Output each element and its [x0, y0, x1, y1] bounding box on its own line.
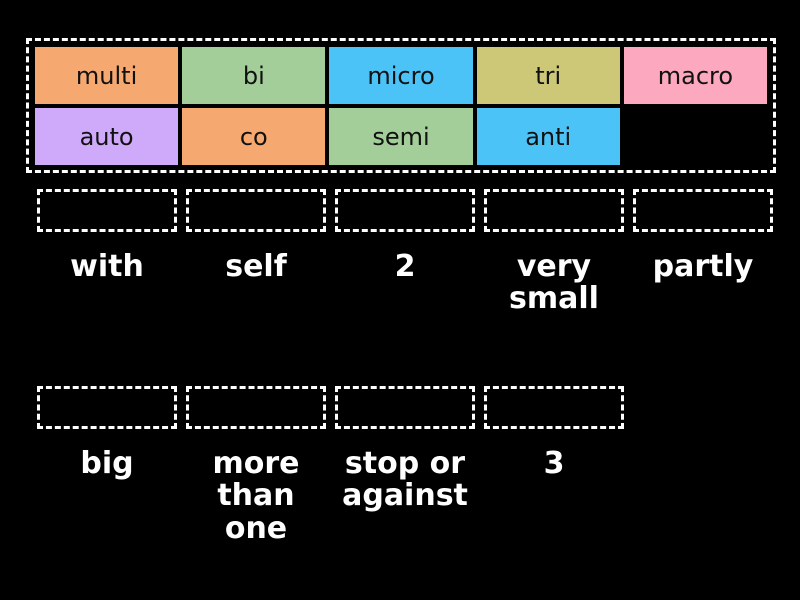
answer-label-with: with — [70, 249, 144, 284]
dropzone-3[interactable] — [484, 386, 624, 429]
tile-label: micro — [367, 61, 435, 90]
draggable-tile-macro[interactable]: macro — [623, 47, 768, 104]
draggable-tile-micro[interactable]: micro — [329, 47, 473, 104]
dropzone-big[interactable] — [37, 386, 177, 429]
draggable-tile-tri[interactable]: tri — [476, 47, 620, 104]
tile-label: auto — [79, 122, 134, 151]
dropzone-partly[interactable] — [633, 189, 773, 232]
tile-bank-row-2: auto co semi anti — [35, 108, 767, 165]
draggable-tile-co[interactable]: co — [182, 108, 326, 165]
answer-row-2: big more than one stop or against 3 — [0, 386, 800, 545]
answer-label-stop-or-against: stop or against — [342, 446, 468, 514]
answer-slot-2: 2 — [331, 189, 479, 316]
answer-slot-very-small: very small — [480, 189, 628, 316]
draggable-tile-anti[interactable]: anti — [476, 108, 620, 165]
draggable-tile-auto[interactable]: auto — [35, 108, 179, 165]
tile-bank-row-1: multi bi micro tri macro — [35, 47, 768, 104]
answer-slot-more-than-one: more than one — [182, 386, 330, 545]
answer-label-3: 3 — [543, 446, 565, 481]
answer-slot-stop-or-against: stop or against — [331, 386, 479, 545]
tile-bank-empty-slot — [624, 108, 767, 165]
tile-label: bi — [242, 61, 265, 90]
answer-label-very-small: very small — [509, 249, 599, 317]
tile-label: multi — [75, 61, 138, 90]
answer-slot-big: big — [33, 386, 181, 545]
answer-label-2: 2 — [394, 249, 416, 284]
tile-label: semi — [372, 122, 430, 151]
draggable-tile-semi[interactable]: semi — [329, 108, 473, 165]
answer-row-1: with self 2 very small partly — [0, 189, 800, 316]
dropzone-with[interactable] — [37, 189, 177, 232]
draggable-tile-bi[interactable]: bi — [182, 47, 326, 104]
tile-label: anti — [525, 122, 572, 151]
draggable-tile-multi[interactable]: multi — [35, 47, 179, 104]
prefix-tile-bank: multi bi micro tri macro auto co semi an… — [26, 38, 776, 173]
answer-slot-partly: partly — [629, 189, 777, 316]
answer-label-partly: partly — [652, 249, 754, 284]
answer-label-big: big — [80, 446, 134, 481]
dropzone-stop-or-against[interactable] — [335, 386, 475, 429]
answer-label-self: self — [225, 249, 287, 284]
answer-slot-self: self — [182, 189, 330, 316]
dropzone-2[interactable] — [335, 189, 475, 232]
dropzone-more-than-one[interactable] — [186, 386, 326, 429]
dropzone-very-small[interactable] — [484, 189, 624, 232]
answer-slot-with: with — [33, 189, 181, 316]
tile-label: tri — [535, 61, 562, 90]
tile-label: co — [239, 122, 268, 151]
tile-label: macro — [657, 61, 734, 90]
answer-label-more-than-one: more than one — [212, 446, 300, 546]
dropzone-self[interactable] — [186, 189, 326, 232]
answer-slot-3: 3 — [480, 386, 628, 545]
